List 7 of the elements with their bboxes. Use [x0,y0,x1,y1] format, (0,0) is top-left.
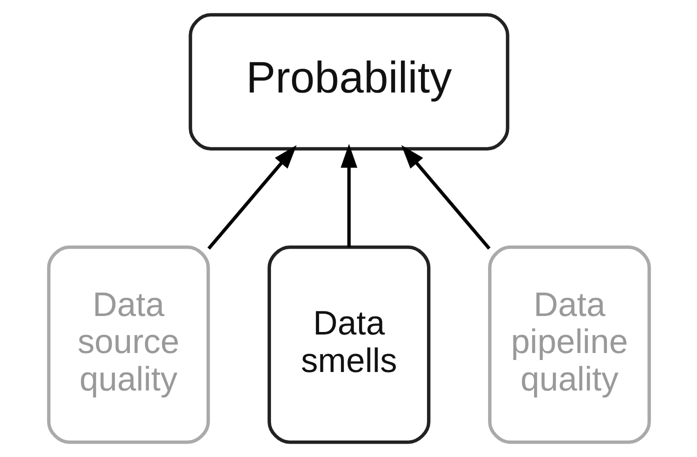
node-box: Probability [188,13,509,150]
arrow [340,144,357,248]
arrow [206,145,296,250]
node-box: Data pipeline quality [488,245,650,444]
node-box: Data source quality [46,245,210,444]
arrow [400,145,490,250]
node-box: Data smells [267,245,430,444]
